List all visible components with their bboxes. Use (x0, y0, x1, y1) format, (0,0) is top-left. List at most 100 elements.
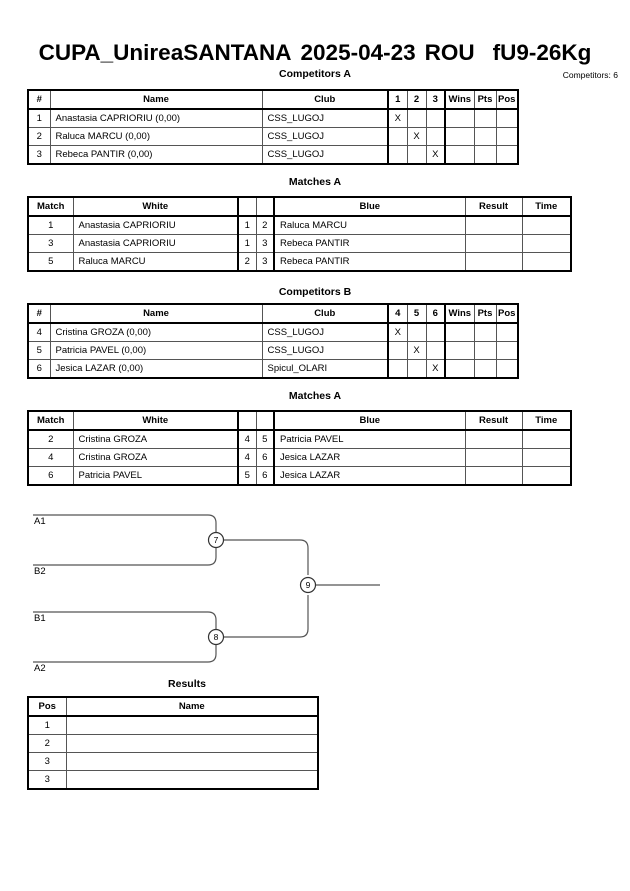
cell-name: Jesica LAZAR (0,00) (49, 359, 263, 379)
col-opponent-5: 5 (406, 303, 427, 324)
cell-pts (473, 322, 497, 342)
cell-white-num: 4 (237, 448, 257, 467)
cell-time (521, 448, 572, 467)
table-row: 3 Anastasia CAPRIORIU 1 3 Rebeca PANTIR (27, 234, 572, 253)
bracket-seed-b1: B1 (34, 613, 46, 624)
cell-match: 5 (27, 252, 74, 272)
cell-name (65, 752, 319, 771)
cell-white: Anastasia CAPRIORIU (72, 234, 239, 253)
table-row: 2 Raluca MARCU (0,00) CSS_LUGOJ X (27, 127, 519, 146)
cell-mark-5 (406, 322, 427, 342)
bracket-node-label-9: 9 (305, 579, 311, 590)
table-row: 3 (27, 752, 319, 771)
cell-mark-1 (387, 127, 408, 146)
cell-pos (495, 341, 519, 360)
cell-pos (495, 127, 519, 146)
bracket-seed-b2: B2 (34, 566, 46, 577)
col-club: Club (261, 89, 389, 110)
cell-name: Anastasia CAPRIORIU (0,00) (49, 108, 263, 128)
col-opponent-4: 4 (387, 303, 408, 324)
cell-pos: 2 (27, 734, 67, 753)
table-row: 6 Jesica LAZAR (0,00) Spicul_OLARI X (27, 359, 519, 379)
cell-wins (444, 127, 475, 146)
cell-mark-6 (425, 341, 446, 360)
cell-white-num: 1 (237, 234, 257, 253)
cell-pos (495, 322, 519, 342)
caption-matches-b: Matches A (288, 390, 342, 402)
cell-name: Cristina GROZA (0,00) (49, 322, 263, 342)
cell-club: CSS_LUGOJ (261, 127, 389, 146)
cell-time (521, 429, 572, 449)
table-row: 5 Patricia PAVEL (0,00) CSS_LUGOJ X (27, 341, 519, 360)
cell-club: CSS_LUGOJ (261, 341, 389, 360)
table-header-row: Match White Blue Result Time (27, 196, 572, 217)
cell-match: 4 (27, 448, 74, 467)
bracket-line-a1 (33, 514, 217, 533)
cell-blue: Rebeca PANTIR (273, 252, 466, 272)
cell-mark-1: X (387, 108, 408, 128)
cell-time (521, 234, 572, 253)
title-date: 2025-04-23 (300, 40, 416, 65)
cell-mark-4: X (387, 322, 408, 342)
title-category: fU9-26Kg (492, 40, 592, 65)
cell-match: 3 (27, 234, 74, 253)
cell-name: Patricia PAVEL (0,00) (49, 341, 263, 360)
table-row: 4 Cristina GROZA (0,00) CSS_LUGOJ X (27, 322, 519, 342)
col-pts: Pts (473, 303, 497, 324)
cell-wins (444, 359, 475, 379)
cell-pos: 1 (27, 715, 67, 735)
cell-name: Raluca MARCU (0,00) (49, 127, 263, 146)
cell-pos (495, 359, 519, 379)
cell-pts (473, 108, 497, 128)
cell-blue-num: 3 (255, 234, 275, 253)
table-row: 2 (27, 734, 319, 753)
col-wins: Wins (444, 303, 475, 324)
bracket-seed-a1: A1 (34, 516, 46, 527)
col-white: White (72, 410, 239, 431)
competitors-table-b: # Name Club 4 5 6 Wins Pts Pos 4 Cristin… (27, 303, 519, 379)
col-name: Name (65, 696, 319, 717)
cell-pts (473, 341, 497, 360)
col-opponent-2: 2 (406, 89, 427, 110)
col-match: Match (27, 410, 74, 431)
cell-mark-4 (387, 359, 408, 379)
cell-white-num: 2 (237, 252, 257, 272)
bracket-seed-a2: A2 (34, 663, 46, 674)
cell-mark-3 (425, 108, 446, 128)
cell-name (65, 770, 319, 790)
cell-club: CSS_LUGOJ (261, 145, 389, 165)
table-row: 3 (27, 770, 319, 790)
cell-mark-2 (406, 108, 427, 128)
col-white: White (72, 196, 239, 217)
cell-mark-2: X (406, 127, 427, 146)
cell-pos: 3 (27, 770, 67, 790)
table-row: 6 Patricia PAVEL 5 6 Jesica LAZAR (27, 466, 572, 486)
col-opponent-6: 6 (425, 303, 446, 324)
table-row: 3 Rebeca PANTIR (0,00) CSS_LUGOJ X (27, 145, 519, 165)
col-pts: Pts (473, 89, 497, 110)
table-row: 1 Anastasia CAPRIORIU (0,00) CSS_LUGOJ X (27, 108, 519, 128)
col-time: Time (521, 196, 572, 217)
cell-match: 2 (27, 429, 74, 449)
cell-blue: Patricia PAVEL (273, 429, 466, 449)
col-pos: Pos (27, 696, 67, 717)
col-result: Result (464, 410, 523, 431)
cell-time (521, 466, 572, 486)
matches-table-b: Match White Blue Result Time 2 Cristina … (27, 410, 572, 486)
cell-white: Anastasia CAPRIORIU (72, 215, 239, 235)
col-white-num (237, 196, 257, 217)
col-name: Name (49, 89, 263, 110)
cell-white: Cristina GROZA (72, 429, 239, 449)
cell-mark-6 (425, 322, 446, 342)
cell-result (464, 234, 523, 253)
cell-result (464, 466, 523, 486)
cell-pos (495, 108, 519, 128)
col-match: Match (27, 196, 74, 217)
cell-mark-2 (406, 145, 427, 165)
table-header-row: # Name Club 1 2 3 Wins Pts Pos (27, 89, 519, 110)
table-row: 1 (27, 715, 319, 735)
cell-white: Raluca MARCU (72, 252, 239, 272)
cell-mark-1 (387, 145, 408, 165)
cell-pts (473, 127, 497, 146)
